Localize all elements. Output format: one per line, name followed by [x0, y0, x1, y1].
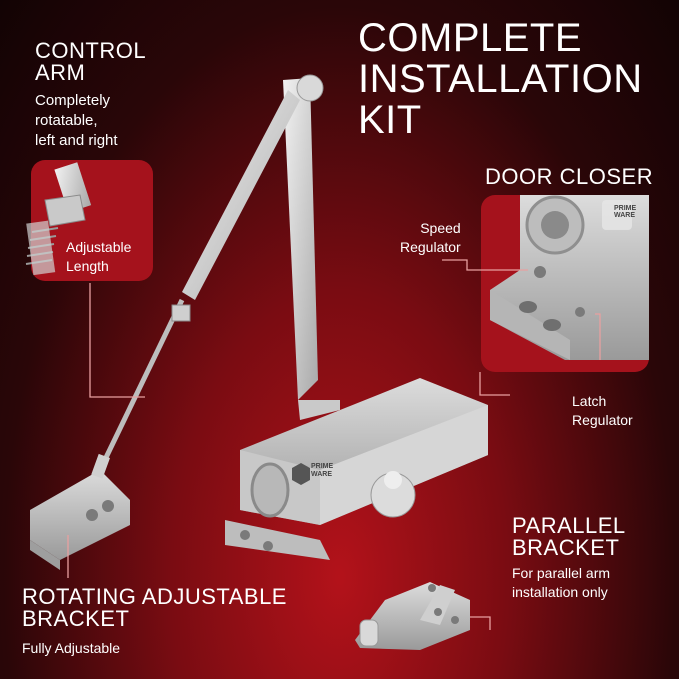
- headline-line2: INSTALLATION: [358, 56, 643, 101]
- speed-line1: Speed: [420, 220, 461, 236]
- latch-regulator-label: Latch Regulator: [572, 392, 633, 430]
- adjustable-length-label: Adjustable Length: [66, 238, 131, 276]
- speed-line2: Regulator: [400, 238, 461, 255]
- control-arm-label: CONTROL ARM Completely rotatable, left a…: [35, 38, 147, 152]
- speed-regulator-label: Speed Regulator: [400, 219, 461, 257]
- control-arm-title-line2: ARM: [35, 60, 86, 86]
- parallel-bracket-label: PARALLEL BRACKET For parallel arm instal…: [512, 513, 626, 602]
- control-arm-desc-line3: left and right: [35, 132, 118, 150]
- control-arm-desc-line2: rotatable,: [35, 112, 98, 130]
- adjustable-line2: Length: [66, 257, 109, 274]
- parallel-desc-line2: installation only: [512, 583, 608, 600]
- latch-line2: Regulator: [572, 411, 633, 428]
- logo-text-line2: WARE: [311, 470, 332, 478]
- door-closer-body-image: [225, 378, 488, 560]
- parallel-desc-line1: For parallel arm: [512, 564, 611, 581]
- rotating-desc: Fully Adjustable: [22, 639, 121, 656]
- control-arm-title-line1: CONTROL: [35, 38, 147, 63]
- headline-line1: COMPLETE: [358, 16, 583, 60]
- parallel-title-line1: PARALLEL: [512, 513, 626, 538]
- logo-text-line1: PRIME: [311, 463, 334, 470]
- parallel-leader-line: [470, 616, 491, 630]
- control-arm-image: [97, 74, 340, 472]
- adjustable-leader-line: [89, 283, 145, 398]
- headline: COMPLETE INSTALLATION KIT: [358, 18, 643, 140]
- zoom-logo-line2: WARE: [614, 212, 635, 219]
- parallel-bracket-image: [355, 582, 470, 650]
- adjustable-length-zoom-image: [25, 162, 92, 276]
- rotating-bracket-image: [30, 453, 130, 570]
- rotating-bracket-label: ROTATING ADJUSTABLE BRACKET Fully Adjust…: [22, 584, 287, 658]
- latch-line1: Latch: [572, 393, 607, 409]
- speed-leader-line: [442, 259, 528, 271]
- prime-ware-logo-zoom: PRIME WARE: [614, 205, 636, 219]
- control-arm-desc-line1: Completely: [35, 91, 111, 109]
- prime-ware-logo: PRIME WARE: [291, 463, 341, 478]
- headline-line3: KIT: [358, 97, 422, 142]
- door-closer-title: DOOR CLOSER: [485, 164, 654, 189]
- zoom-logo-line1: PRIME: [614, 205, 637, 212]
- door-closer-zoom-image: [490, 195, 649, 360]
- rotating-title-line1: ROTATING ADJUSTABLE: [22, 584, 287, 609]
- adjustable-line1: Adjustable: [66, 239, 132, 255]
- latch-leader-line: [595, 313, 601, 360]
- parallel-title-line2: BRACKET: [512, 535, 620, 561]
- door-closer-leader-line: [479, 372, 510, 396]
- rotating-title-line2: BRACKET: [22, 606, 130, 632]
